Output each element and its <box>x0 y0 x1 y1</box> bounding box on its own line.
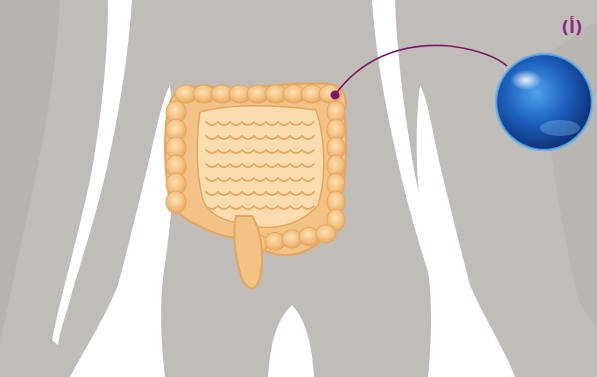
bacterium-cell <box>496 54 592 150</box>
colon-haustrum <box>316 225 336 243</box>
cell-highlight <box>510 70 542 90</box>
colon-haustrum <box>166 191 186 213</box>
cell-reflection <box>540 120 580 136</box>
connector-dot <box>331 91 340 100</box>
label-a: (أ) <box>556 18 588 38</box>
